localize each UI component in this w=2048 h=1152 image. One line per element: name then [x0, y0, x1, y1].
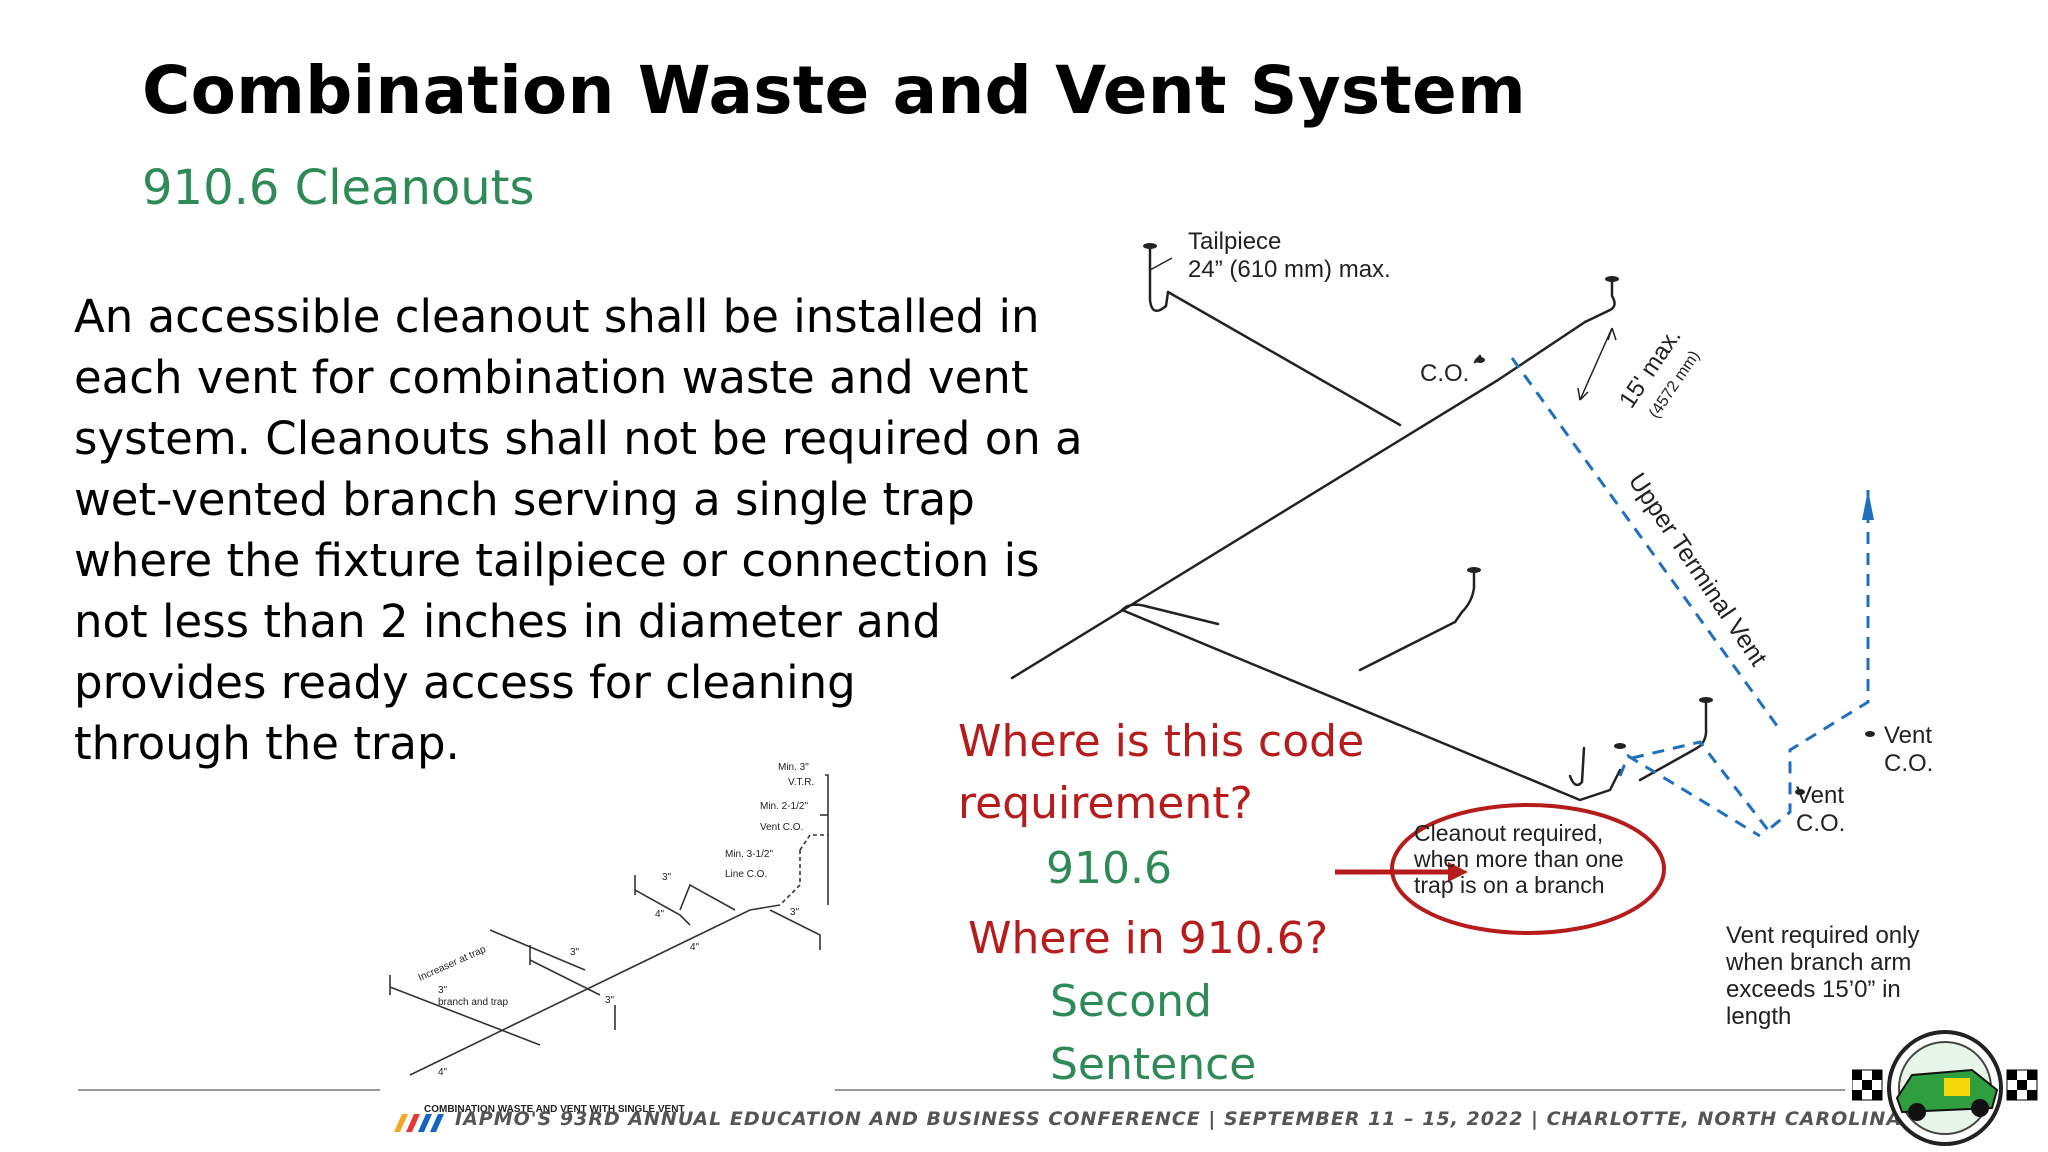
tailpiece-max-label: 24” (610 mm) max. — [1188, 256, 1391, 283]
size-label: 3" — [662, 872, 672, 883]
vent-required-line: Vent required only — [1726, 922, 1920, 949]
race-car-logo — [1852, 1030, 2038, 1146]
body-line: each vent for combination waste and vent — [74, 351, 1029, 404]
branch-size-label: 3" — [438, 985, 448, 996]
answer-2-line-1: Second — [1050, 976, 1212, 1027]
slide-title: Combination Waste and Vent System — [142, 52, 1526, 129]
answer-2-line-2: Sentence — [1050, 1039, 1257, 1090]
min312-label: Min. 3-1/2" — [725, 849, 773, 860]
body-line: where the fixture tailpiece or connectio… — [74, 534, 1040, 587]
right-arrow-icon — [1335, 862, 1468, 882]
size-label: 3" — [605, 995, 615, 1006]
upper-terminal-vent-line — [1510, 357, 1782, 731]
min212-label: Min. 2-1/2" — [760, 801, 808, 812]
footer-divider-right — [835, 1089, 1845, 1091]
tailpiece-cap — [1143, 243, 1157, 249]
footer-divider-left — [78, 1089, 380, 1091]
vent-required-line: exceeds 15’0” in — [1726, 976, 1901, 1003]
question-1-line-2: requirement? — [958, 778, 1253, 829]
size-label: 4" — [690, 942, 700, 953]
co-label-2: C.O. — [1796, 810, 1846, 837]
single-vent-diagram: Min. 3" V.T.R. Min. 2-1/2" Vent C.O. Min… — [389, 762, 829, 1115]
answer-1: 910.6 — [1046, 843, 1172, 894]
co-label: C.O. — [1420, 360, 1470, 387]
vent-label-1: Vent — [1884, 722, 1933, 749]
code-text-paragraph: An accessible cleanout shall be installe… — [74, 286, 1104, 774]
conference-footer: IAPMO'S 93RD ANNUAL EDUCATION AND BUSINE… — [455, 1108, 1903, 1130]
size-label: 4" — [655, 909, 665, 920]
size-label: 3" — [790, 907, 800, 918]
upper-branch-line — [1166, 290, 1402, 427]
co-label-1: C.O. — [1884, 750, 1934, 777]
size-label: 3" — [570, 947, 580, 958]
body-line: through the trap. — [74, 717, 460, 770]
line-co-label: Line C.O. — [725, 869, 767, 880]
branch-and-trap-label: branch and trap — [438, 997, 508, 1008]
cleanout-callout-ellipse — [1390, 803, 1666, 935]
body-line: system. Cleanouts shall not be required … — [74, 412, 1083, 465]
tailpiece-label: Tailpiece — [1188, 228, 1282, 255]
question-2: Where in 910.6? — [968, 913, 1329, 964]
callout-line: when more than one — [1414, 846, 1624, 872]
callout-line: trap is on a branch — [1414, 872, 1605, 898]
vent-required-line: when branch arm — [1726, 949, 1912, 976]
question-1-line-1: Where is this code — [958, 716, 1365, 767]
slide-subtitle: 910.6 Cleanouts — [142, 160, 535, 216]
body-line: provides ready access for cleaning — [74, 656, 856, 709]
callout-line: Cleanout required, — [1414, 820, 1604, 846]
min3-label: Min. 3" — [778, 762, 809, 773]
main-drain-line — [1010, 320, 1587, 680]
vent-label-2: Vent — [1796, 782, 1845, 809]
increaser-label: Increaser at trap — [417, 944, 488, 984]
size-label: 4" — [438, 1067, 448, 1078]
vent-required-line: length — [1726, 1003, 1792, 1030]
body-line: not less than 2 inches in diameter and — [74, 595, 941, 648]
vent-co-label: Vent C.O. — [760, 822, 803, 833]
body-line: An accessible cleanout shall be installe… — [74, 290, 1040, 343]
stripes-icon — [394, 1114, 444, 1132]
small-diagram-caption: COMBINATION WASTE AND VENT WITH SINGLE V… — [424, 1104, 685, 1115]
body-line: wet-vented branch serving a single trap — [74, 473, 975, 526]
vtr-label: V.T.R. — [788, 777, 814, 788]
